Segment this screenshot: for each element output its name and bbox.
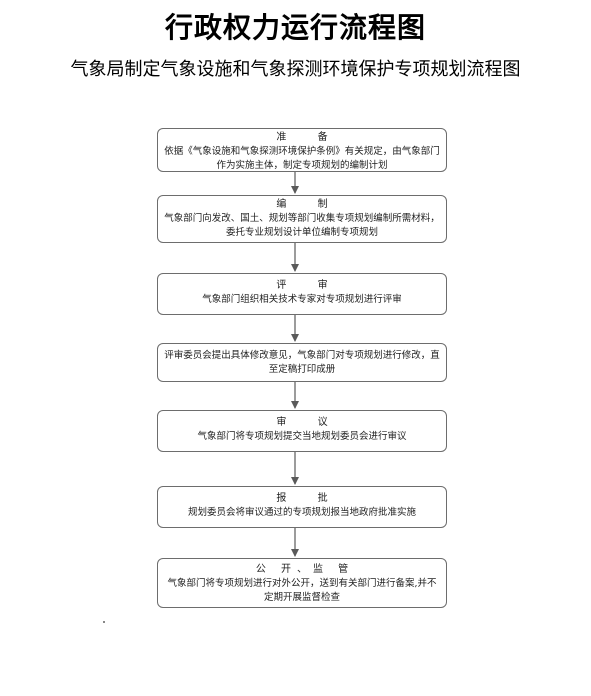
step-review-heading: 评 审	[276, 280, 342, 291]
stray-dot	[103, 621, 105, 623]
step-review-text: 气象部门组织相关技术专家对专项规划进行评审	[202, 294, 402, 305]
step-revise-text: 评审委员会提出具体修改意见，气象部门对专项规划进行修改，直至定稿打印成册	[164, 350, 440, 375]
step-publish-box: 公 开、监 管 气象部门将专项规划进行对外公开，送到有关部门进行备案,并不定期开…	[157, 558, 447, 608]
step-prepare-heading: 准 备	[276, 132, 342, 143]
step-revise-box: 评审委员会提出具体修改意见，气象部门对专项规划进行修改，直至定稿打印成册	[157, 343, 447, 382]
step-approve-text: 规划委员会将审议通过的专项规划报当地政府批准实施	[187, 507, 416, 518]
step-publish-heading: 公 开、监 管	[255, 564, 355, 575]
step-review-box: 评 审 气象部门组织相关技术专家对专项规划进行评审	[157, 273, 447, 315]
step-compile-heading: 编 制	[276, 199, 342, 210]
page-subtitle: 气象局制定气象设施和气象探测环境保护专项规划流程图	[70, 59, 521, 80]
step-deliberate-box: 审 议 气象部门将专项规划提交当地规划委员会进行审议	[157, 410, 447, 452]
step-deliberate-text: 气象部门将专项规划提交当地规划委员会进行审议	[197, 431, 407, 442]
step-deliberate-heading: 审 议	[276, 417, 342, 428]
step-approve-heading: 报 批	[276, 493, 342, 504]
step-compile-box: 编 制 气象部门向发改、国土、规划等部门收集专项规划编制所需材料，委托专业规划设…	[157, 195, 447, 243]
step-prepare-box: 准 备 依据《气象设施和气象探测环境保护条例》有关规定，由气象部门作为实施主体，…	[157, 128, 447, 172]
step-approve-box: 报 批 规划委员会将审议通过的专项规划报当地政府批准实施	[157, 486, 447, 528]
step-compile-text: 气象部门向发改、国土、规划等部门收集专项规划编制所需材料，委托专业规划设计单位编…	[164, 213, 440, 238]
step-publish-text: 气象部门将专项规划进行对外公开，送到有关部门进行备案,并不定期开展监督检查	[167, 578, 437, 603]
page-title: 行政权力运行流程图	[164, 11, 426, 44]
step-prepare-text: 依据《气象设施和气象探测环境保护条例》有关规定，由气象部门作为实施主体，制定专项…	[164, 146, 440, 171]
